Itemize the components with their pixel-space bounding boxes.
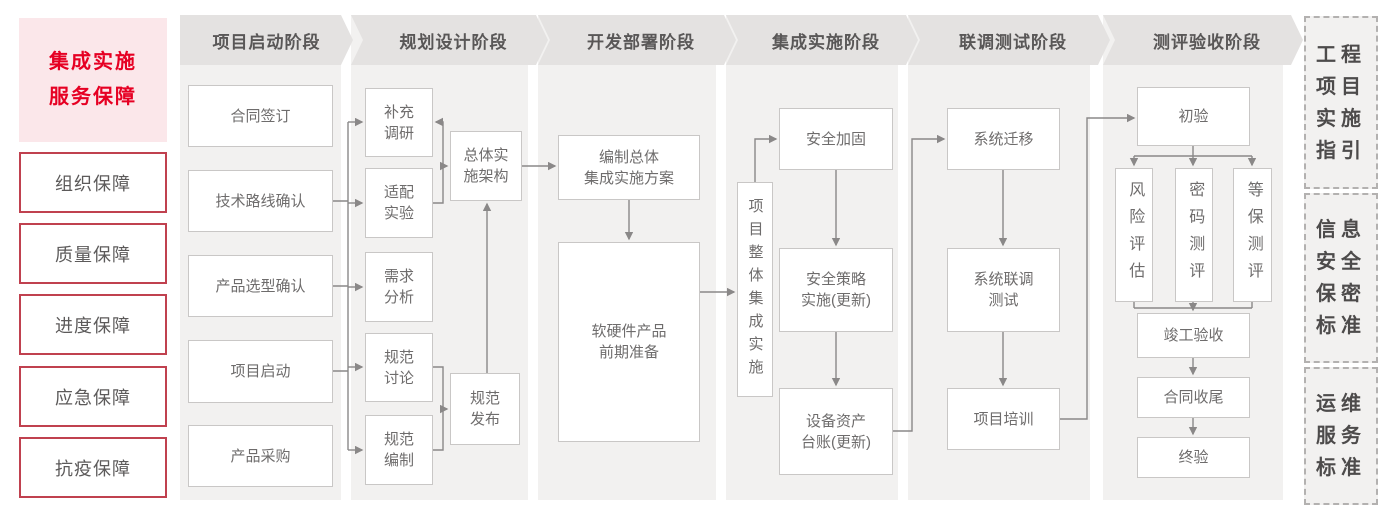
- guarantee-emergency: 应急保障: [19, 366, 167, 427]
- phase-header-label: 项目启动阶段: [212, 32, 321, 52]
- node-security-hardening: 安全加固: [779, 108, 893, 170]
- diagram-title: 集成实施 服务保障: [19, 18, 167, 142]
- phase-header-dev-deployment: 开发部署阶段: [538, 15, 736, 65]
- node-project-training: 项目培训: [947, 388, 1060, 450]
- node-spec-release: 规范 发布: [450, 373, 520, 445]
- guarantee-schedule: 进度保障: [19, 294, 167, 355]
- node-supplementary-research: 补充 调研: [365, 88, 433, 157]
- node-initial-acceptance: 初验: [1137, 87, 1250, 146]
- phase-header-joint-testing: 联调测试阶段: [908, 15, 1110, 65]
- node-spec-compilation: 规范 编制: [365, 415, 433, 485]
- node-requirement-analysis: 需求 分析: [365, 252, 433, 322]
- phase-header-label: 联调测试阶段: [959, 32, 1067, 52]
- node-product-selection-confirm: 产品选型确认: [188, 255, 333, 317]
- node-spec-discussion: 规范 讨论: [365, 333, 433, 402]
- node-risk-assessment: 风险评估: [1115, 168, 1153, 302]
- standard-infosec-confidentiality: 信息 安全 保密 标准: [1304, 193, 1378, 363]
- phase-header-project-kickoff: 项目启动阶段: [180, 15, 353, 65]
- node-product-procurement: 产品采购: [188, 425, 333, 487]
- phase-header-planning-design: 规划设计阶段: [351, 15, 548, 65]
- phase-header-eval-acceptance: 测评验收阶段: [1103, 15, 1303, 65]
- phase-header-integration-impl: 集成实施阶段: [726, 15, 918, 65]
- node-final-acceptance: 终验: [1137, 437, 1250, 478]
- node-system-joint-testing: 系统联调 测试: [947, 248, 1060, 332]
- phase-header-label: 集成实施阶段: [772, 32, 880, 52]
- node-contract-closure: 合同收尾: [1137, 377, 1250, 418]
- node-overall-impl-architecture: 总体实 施架构: [450, 131, 522, 201]
- node-security-policy-impl: 安全策略 实施(更新): [779, 248, 893, 332]
- node-contract-signing: 合同签订: [188, 85, 333, 147]
- node-equipment-asset-ledger: 设备资产 台账(更新): [779, 388, 893, 475]
- guarantee-quality: 质量保障: [19, 223, 167, 284]
- node-hw-sw-preparation: 软硬件产品 前期准备: [558, 242, 700, 442]
- node-adaptation-experiment: 适配 实验: [365, 168, 433, 238]
- standard-project-implementation-guide: 工程 项目 实施 指引: [1304, 16, 1378, 189]
- phase-header-label: 规划设计阶段: [399, 32, 508, 52]
- node-overall-project-integration: 项目整体集成实施: [737, 182, 773, 397]
- node-compile-integration-plan: 编制总体 集成实施方案: [558, 135, 700, 200]
- node-system-migration: 系统迁移: [947, 108, 1060, 170]
- node-mlps-evaluation: 等保测评: [1233, 168, 1272, 302]
- phase-header-label: 测评验收阶段: [1153, 32, 1261, 52]
- phase-header-label: 开发部署阶段: [587, 32, 695, 52]
- node-completion-acceptance: 竣工验收: [1137, 313, 1250, 358]
- guarantee-organization: 组织保障: [19, 152, 167, 213]
- node-tech-route-confirm: 技术路线确认: [188, 170, 333, 232]
- guarantee-epidemic: 抗疫保障: [19, 437, 167, 498]
- node-crypto-evaluation: 密码测评: [1175, 168, 1213, 302]
- node-project-kickoff: 项目启动: [188, 340, 333, 403]
- standard-om-service: 运维 服务 标准: [1304, 367, 1378, 505]
